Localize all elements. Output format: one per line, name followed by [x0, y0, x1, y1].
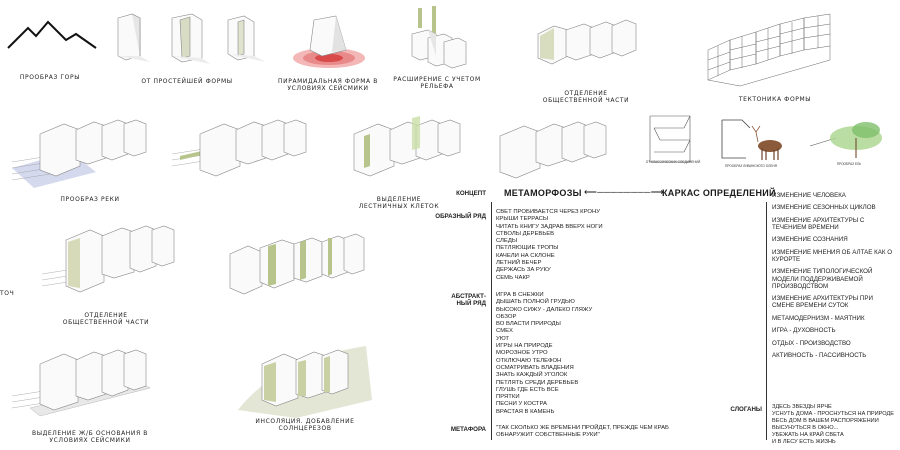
slogan-item: ЗДЕСЬ ЗВЕЗДЫ ЯРЧЕ: [772, 404, 832, 410]
divider-left: [491, 202, 492, 440]
divider-right: [766, 202, 767, 440]
public-part-mid-figure: [41, 225, 175, 293]
abstract-row-item: ИГРЫ НА ПРИРОДЕ: [496, 343, 553, 350]
definition-item: ИЗМЕНЕНИЕ МНЕНИЯ ОБ АЛТАЕ КАК О КУРОРТЕ: [772, 248, 893, 263]
definition-item: ИЗМЕНЕНИЕ СОЗНАНИЯ: [772, 236, 848, 244]
metaphor-text: "ТАК СКОЛЬКО ЖЕ ВРЕМЕНИ ПРОЙДЕТ, ПРЕЖДЕ …: [496, 425, 669, 440]
metaphor-line: ОБНАРУЖИТ СОБСТВЕННЫЕ РУКИ": [496, 432, 600, 439]
stair-split-figure: [229, 233, 365, 295]
image-row-item: ДЕРЖАСЬ ЗА РУКУ: [496, 267, 551, 274]
stairs-figure-1: [171, 119, 307, 177]
image-row-item: КРЫШИ ТЕРРАСЫ: [496, 216, 549, 223]
frame-base-figure: [11, 349, 151, 417]
slogan-item: ВЕСЬ ДОМ В ВАШЕМ РАСПОРЯЖЕНИИ: [772, 418, 879, 424]
definitions-list: ИЗМЕНЕНИЕ ЧЕЛОВЕКА ИЗМЕНЕНИЕ СЕЗОННЫХ ЦИК…: [772, 192, 896, 364]
caption-frame-base: ВЫДЕЛЕНИЕ Ж/Б ОСНОВАНИЯ В УСЛОВИЯХ СЕЙСМ…: [32, 430, 148, 444]
label-image-row: ОБРАЗНЫЙ РЯД: [435, 213, 486, 220]
slogan-item: ВЫСУНУТЬСЯ В ОКНО...: [772, 425, 839, 431]
caption-deer: ПРООБРАЗ ЛИВИНСКОГО ОЛЕНЯ: [724, 164, 778, 168]
abstract-row-item: ВО ВЛАСТИ ПРИРОДЫ: [496, 321, 561, 328]
caption-tectonics: ТЕКТОНИКА ФОРМЫ: [738, 96, 812, 103]
abstract-row-item: ДЫШАТЬ ПОЛНОЙ ГРУДЬЮ: [496, 299, 575, 306]
deer-figure: [721, 119, 782, 160]
abstract-row-item: ИГРА В СНЕЖКИ: [496, 292, 544, 298]
mountain-icon: [7, 20, 97, 49]
definition-item: ИЗМЕНЕНИЕ АРХИТЕКТУРЫ ПРИ СМЕНЕ ВРЕМЕНИ …: [772, 295, 873, 310]
slogan-item: УСНУТЬ ДОМА - ПРОСНУТЬСЯ НА ПРИРОДЕ: [772, 411, 894, 417]
label-slogans: СЛОГАНЫ: [730, 406, 762, 413]
abstract-row-item: УЮТ: [496, 335, 509, 342]
definition-item: ИЗМЕНЕНИЕ ТИПОЛОГИЧЕСКОЙ МОДЕЛИ ПОДДЕРЖИ…: [772, 268, 873, 290]
abstract-row-item: ПЕСНИ У КОСТРА: [496, 401, 547, 408]
caption-mountain: ПРООБРАЗ ГОРЫ: [19, 74, 81, 81]
caption-river: ПРООБРАЗ РЕКИ: [60, 196, 120, 203]
caption-public-top: ОТДЕЛЕНИЕ ОБЩЕСТВЕННОЙ ЧАСТИ: [542, 90, 630, 104]
metaphor-line: "ТАК СКОЛЬКО ЖЕ ВРЕМЕНИ ПРОЙДЕТ, ПРЕЖДЕ …: [496, 425, 669, 431]
definition-item: ИЗМЕНЕНИЕ ЧЕЛОВЕКА: [772, 192, 846, 199]
tree-figure: [809, 122, 882, 158]
slogan-item: И В ЛЕСУ ЕСТЬ ЖИЗНЬ: [772, 439, 836, 445]
caption-expand: РАСШИРЕНИЕ С УЧЕТОМ РЕЛЬЕФА: [393, 76, 481, 90]
image-row-item: СВЕТ ПРОБИВАЕТСЯ ЧЕРЕЗ КРОНУ: [496, 209, 600, 215]
abstract-row-item: ПРЯТКИ: [496, 394, 520, 401]
tectonics-frame-figure: [707, 13, 831, 87]
image-row-item: КАЧЕЛИ НА СКЛОНЕ: [496, 252, 555, 259]
abstract-row-item: ГЛУШЬ ГДЕ ЕСТЬ ВСЕ: [496, 386, 559, 393]
label-concept: КОНЦЕПТ: [456, 190, 486, 197]
abstract-row-item: ОСМАТРИВАТЬ ВЛАДЕНИЯ: [496, 364, 574, 371]
definition-item: ОТДЫХ - ПРОИЗВОДСТВО: [772, 339, 851, 347]
abstract-row-item: МОРОЗНОЕ УТРО: [496, 350, 548, 357]
abstract-row-item: ПЕТЛЯТЬ СРЕДИ ДЕРЕВЬЕВ: [496, 379, 579, 386]
classic-joints-figure: [649, 115, 691, 163]
image-row-item: ЧИТАТЬ КНИГУ ЗАДРАВ ВВЕРХ НОГИ: [496, 223, 603, 230]
solar-shading-figure: [238, 346, 372, 418]
image-row-item: СТВОЛЫ ДЕРЕВЬЕВ: [496, 230, 555, 237]
title-frame-definitions: КАРКАС ОПРЕДЕЛЕНИЙ: [662, 188, 776, 198]
slogan-item: УБЕЖАТЬ НА КРАЙ СВЕТА: [772, 432, 844, 438]
definition-item: МЕТАМОДЕРНИЗМ - МАЯТНИК: [772, 314, 865, 322]
abstract-row-item: ВРАСТАЯ В КАМЕНЬ: [496, 408, 555, 415]
stairs-figure-2: [353, 116, 461, 177]
pyramid-figure: [293, 15, 365, 68]
image-row-item: СЕМЬ ЧАКР: [496, 274, 530, 281]
caption-simple-form: ОТ ПРОСТЕЙШЕЙ ФОРМЫ: [141, 78, 233, 85]
caption-solar: ИНСОЛЯЦИЯ. ДОБАВЛЕНИЕ СОЛНЦЕРЕЗОВ: [255, 418, 355, 432]
stairs-figure-3: [499, 121, 607, 179]
simple-form-figure: [117, 13, 266, 64]
double-arrow-icon: ⟵────────⟶: [584, 187, 664, 197]
title-metamorphoses: МЕТАМОРФОЗЫ: [504, 188, 582, 198]
label-abstract-row: АБСТРАКТ- НЫЙ РЯД: [451, 293, 486, 307]
caption-classic-joints: ОТ КЛАССИЧЕСКИХ СОЕДИНЕНИЙ: [645, 160, 701, 164]
abstract-row-item: ОТКЛЮЧАЮ ТЕЛЕФОН: [496, 357, 562, 364]
definition-item: ИГРА - ДУХОВНОСТЬ: [772, 327, 836, 335]
image-row-item: ПЕТЛЯЮЩИЕ ТРОПЫ: [496, 245, 559, 252]
caption-left-cut: ТОЧ: [0, 290, 15, 297]
caption-pyramid: ПИРАМИДАЛЬНАЯ ФОРМА В УСЛОВИЯХ СЕЙСМИКИ: [278, 78, 378, 92]
abstract-row-item: СМЕХ: [496, 328, 513, 335]
image-row-item: ЛЕТНИЙ ВЕЧЕР: [496, 260, 542, 267]
definition-item: ИЗМЕНЕНИЕ АРХИТЕКТУРЫ С ТЕЧЕНИЕМ ВРЕМЕНИ: [772, 216, 865, 231]
river-figure: [11, 119, 147, 188]
caption-stairs: ВЫДЕЛЕНИЕ ЛЕСТНИЧНЫХ КЛЕТОК: [358, 196, 440, 210]
abstract-row-item: ВЫСОКО СИЖУ - ДАЛЕКО ГЛЯЖУ: [496, 306, 593, 313]
caption-public-mid: ОТДЕЛЕНИЕ ОБЩЕСТВЕННОЙ ЧАСТИ: [62, 312, 150, 326]
public-part-top-figure: [537, 19, 637, 65]
caption-tree: ПРООБРАЗ ЕЛЬ: [836, 162, 862, 166]
label-metaphor: МЕТАФОРА: [450, 426, 486, 433]
expand-relief-figure: [411, 6, 467, 69]
abstract-row-item: ЗНАТЬ КАЖДЫЙ УГОЛОК: [496, 372, 568, 379]
abstract-row-item: ОБЗОР: [496, 313, 517, 320]
definition-item: ИЗМЕНЕНИЕ СЕЗОННЫХ ЦИКЛОВ: [772, 204, 876, 212]
definition-item: АКТИВНОСТЬ - ПАССИВНОСТЬ: [772, 351, 867, 359]
image-row-item: СЛЕДЫ: [496, 238, 518, 245]
